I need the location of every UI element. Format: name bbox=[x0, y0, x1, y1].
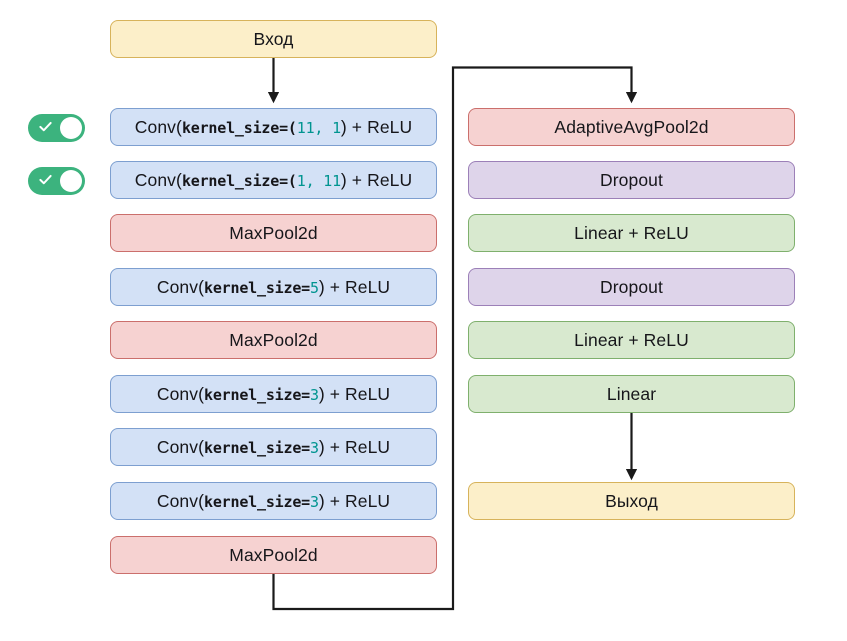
conv-node-4[interactable]: Conv(kernel_size=3) + ReLU bbox=[110, 375, 437, 413]
maxpool-node-1[interactable]: MaxPool2d bbox=[110, 214, 437, 252]
toggle-conv-1[interactable] bbox=[28, 114, 85, 142]
toggle-conv-2[interactable] bbox=[28, 167, 85, 195]
maxpool-node-3-label: MaxPool2d bbox=[229, 544, 318, 565]
toggle-knob bbox=[60, 117, 82, 139]
input-node[interactable]: Вход bbox=[110, 20, 437, 58]
adaptiveavgpool-node[interactable]: AdaptiveAvgPool2d bbox=[468, 108, 795, 146]
conv-node-2[interactable]: Conv(kernel_size=(1, 11) + ReLU bbox=[110, 161, 437, 199]
conv-node-1[interactable]: Conv(kernel_size=(11, 1) + ReLU bbox=[110, 108, 437, 146]
dropout-node-2[interactable]: Dropout bbox=[468, 268, 795, 306]
conv-node-4-label: Conv(kernel_size=3) + ReLU bbox=[156, 383, 391, 404]
conv-node-2-label: Conv(kernel_size=(1, 11) + ReLU bbox=[134, 169, 413, 190]
conv-node-5-label: Conv(kernel_size=3) + ReLU bbox=[156, 436, 391, 457]
linear-relu-node-1-label: Linear + ReLU bbox=[574, 222, 689, 243]
check-icon bbox=[38, 119, 53, 134]
conv-node-1-label: Conv(kernel_size=(11, 1) + ReLU bbox=[134, 116, 413, 137]
output-node-label: Выход bbox=[605, 490, 658, 511]
conv-node-3-label: Conv(kernel_size=5) + ReLU bbox=[156, 276, 391, 297]
conv-node-6-label: Conv(kernel_size=3) + ReLU bbox=[156, 490, 391, 511]
maxpool-node-2-label: MaxPool2d bbox=[229, 329, 318, 350]
linear-node-label: Linear bbox=[606, 383, 657, 404]
conv-node-5[interactable]: Conv(kernel_size=3) + ReLU bbox=[110, 428, 437, 466]
conv-node-3[interactable]: Conv(kernel_size=5) + ReLU bbox=[110, 268, 437, 306]
maxpool-node-3[interactable]: MaxPool2d bbox=[110, 536, 437, 574]
linear-relu-node-2[interactable]: Linear + ReLU bbox=[468, 321, 795, 359]
output-node[interactable]: Выход bbox=[468, 482, 795, 520]
linear-relu-node-2-label: Linear + ReLU bbox=[574, 329, 689, 350]
dropout-node-1[interactable]: Dropout bbox=[468, 161, 795, 199]
conv-node-6[interactable]: Conv(kernel_size=3) + ReLU bbox=[110, 482, 437, 520]
toggle-knob bbox=[60, 170, 82, 192]
adaptiveavgpool-node-label: AdaptiveAvgPool2d bbox=[554, 116, 709, 137]
linear-relu-node-1[interactable]: Linear + ReLU bbox=[468, 214, 795, 252]
dropout-node-1-label: Dropout bbox=[600, 169, 663, 190]
dropout-node-2-label: Dropout bbox=[600, 276, 663, 297]
linear-node[interactable]: Linear bbox=[468, 375, 795, 413]
check-icon bbox=[38, 172, 53, 187]
maxpool-node-1-label: MaxPool2d bbox=[229, 222, 318, 243]
maxpool-node-2[interactable]: MaxPool2d bbox=[110, 321, 437, 359]
input-node-label: Вход bbox=[253, 28, 294, 49]
